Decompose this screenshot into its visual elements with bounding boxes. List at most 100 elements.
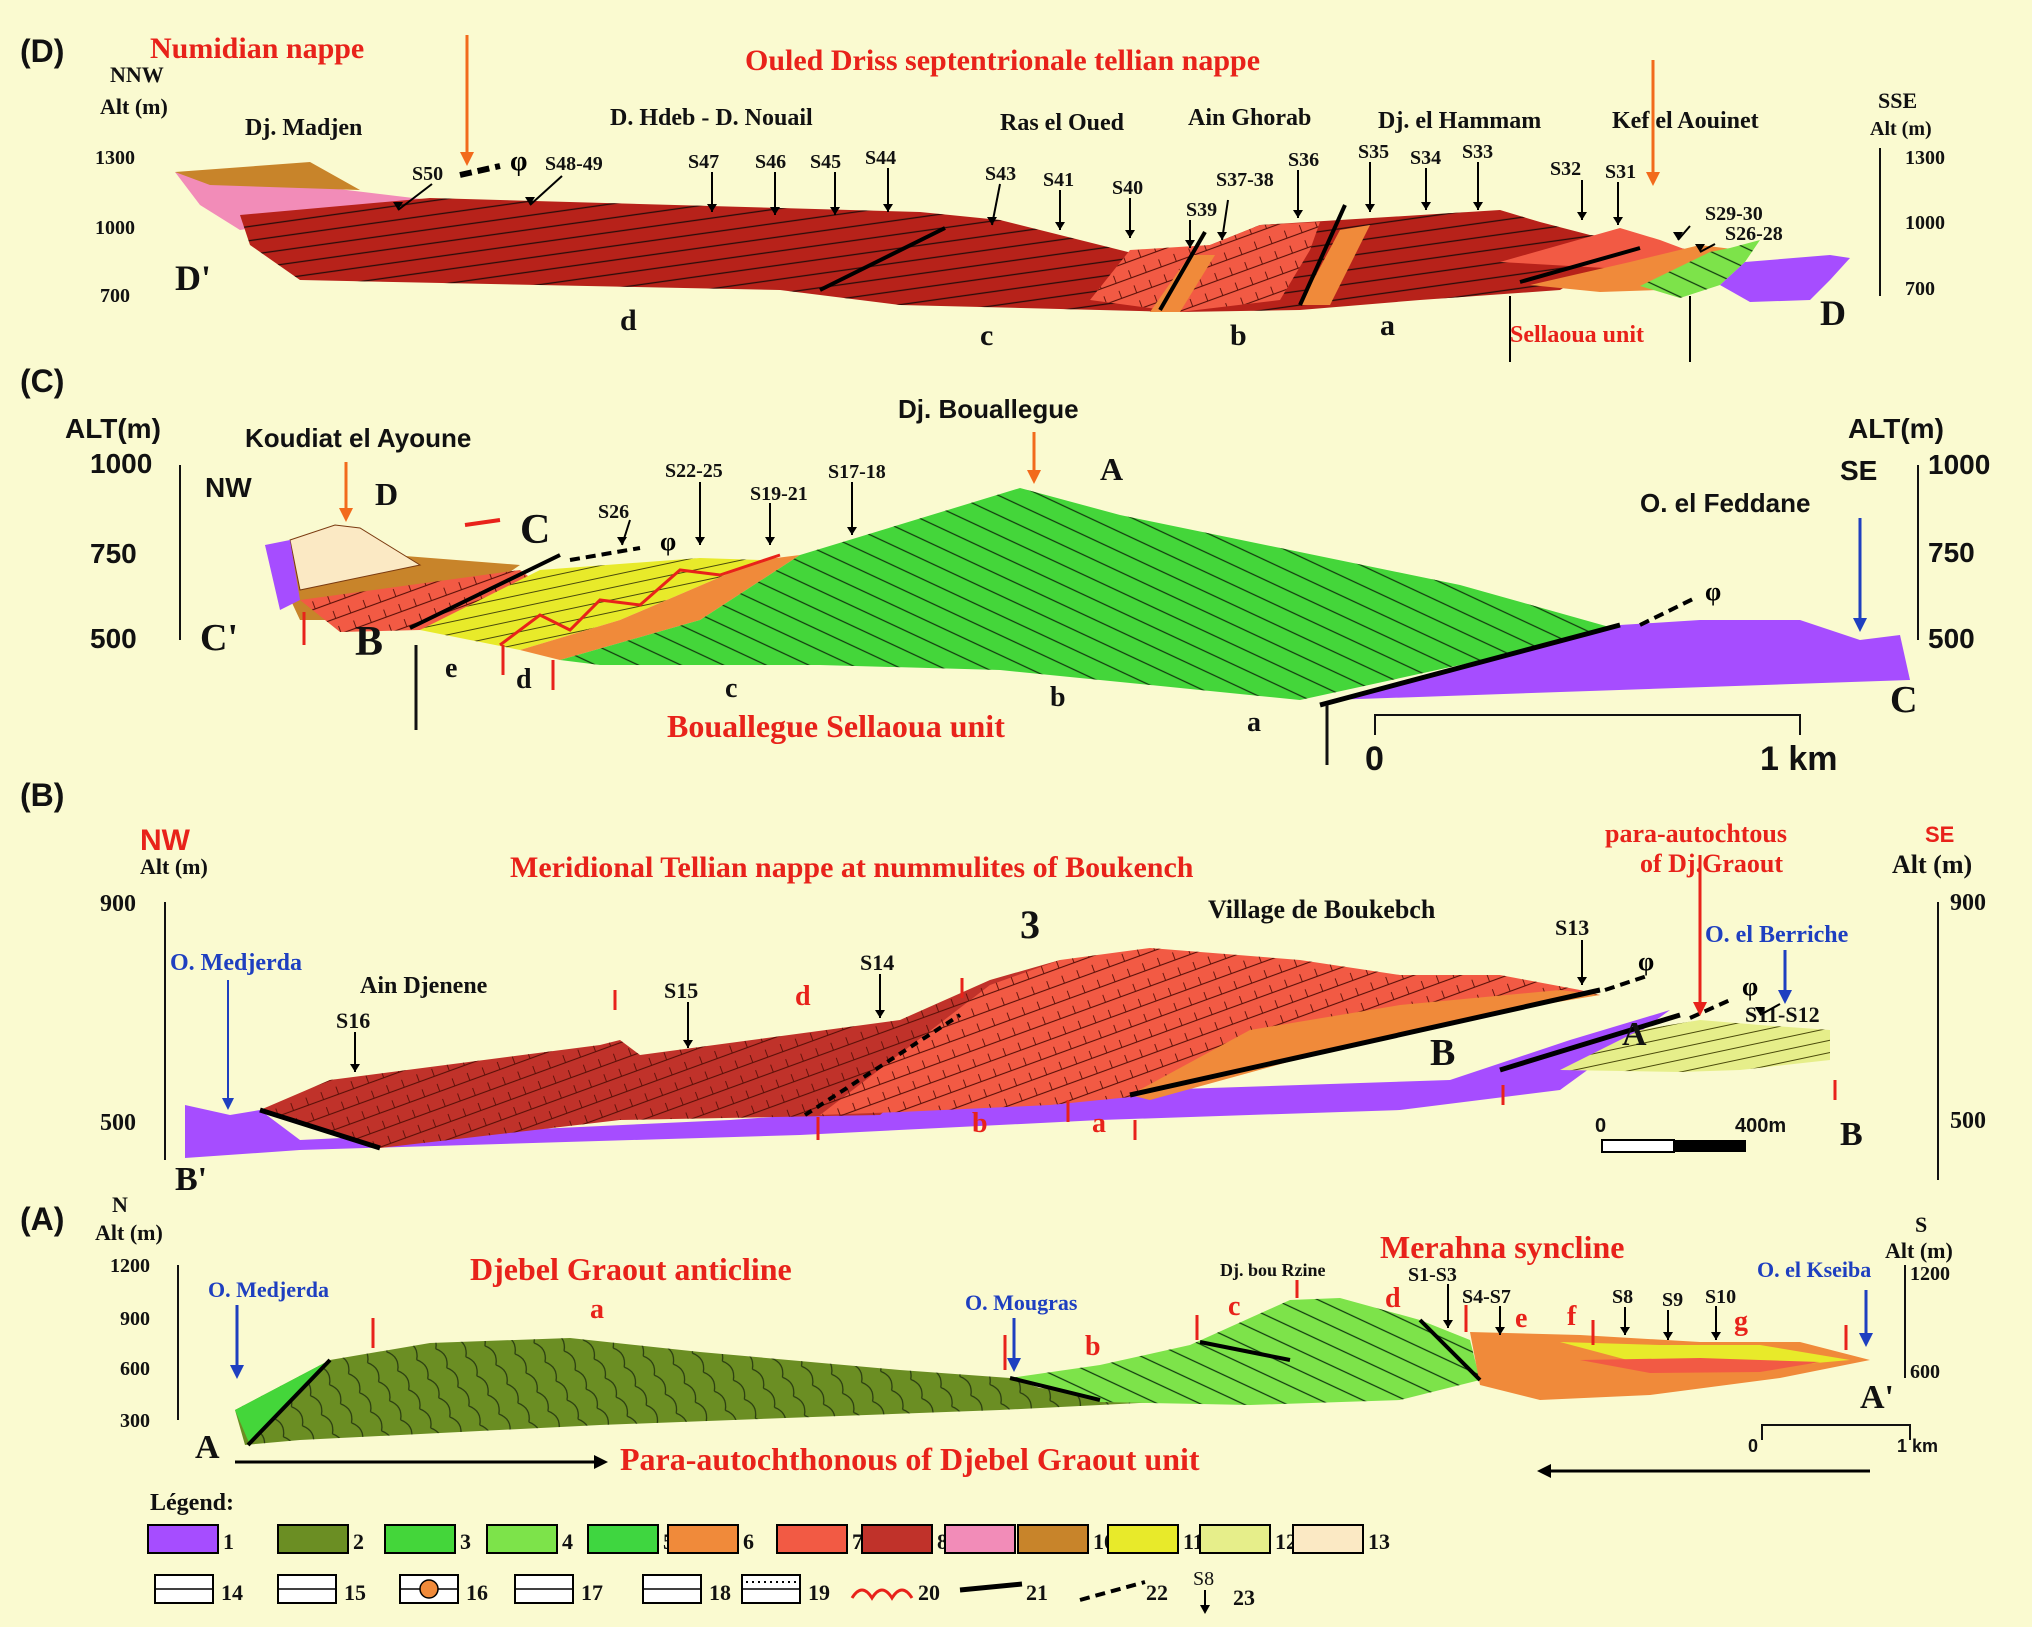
sample-arrowhead	[847, 527, 857, 535]
panel-d-end-left: D'	[175, 258, 211, 298]
panel-a-fault-4	[1418, 1318, 1482, 1382]
sample-label: S14	[860, 950, 894, 975]
legend-swatch	[1107, 1524, 1179, 1554]
panel-b-end-right: B	[1840, 1116, 1863, 1153]
panel-d-place-hammam: Dj. el Hammam	[1378, 108, 1541, 134]
panel-c-phi-icon-2: φ	[1705, 577, 1721, 606]
panel-b-scale-1: 400m	[1735, 1115, 1786, 1137]
panel-a-title-right: Merahna syncline	[1380, 1229, 1624, 1265]
panel-a-right-alt: Alt (m)	[1885, 1238, 1953, 1263]
sample-label: S32	[1550, 158, 1581, 180]
panel-b-fault-3	[1499, 1012, 1681, 1073]
sample-label: S46	[755, 151, 786, 173]
sample-label: S39	[1186, 199, 1217, 221]
sample-arrowhead	[770, 207, 780, 215]
panel-c-letter: (C)	[20, 363, 64, 399]
panel-b: (B) NW Alt (m) 900 500 SE Alt (m) 900 50…	[20, 777, 1986, 1198]
panel-b-sub-a: a	[1092, 1108, 1106, 1139]
panel-a-sub-d: d	[1385, 1283, 1401, 1314]
legend-swatch	[277, 1524, 349, 1554]
panel-c-rtick-1000: 1000	[1928, 449, 1990, 480]
panel-c-place-feddane: O. el Feddane	[1640, 488, 1811, 518]
legend: Légend: 12345678910111213 14151617181920…	[147, 1490, 1390, 1614]
sample-label: S22-25	[665, 460, 723, 482]
panel-b-letter: (B)	[20, 777, 64, 813]
panel-a-unit-arrowhead-left	[594, 1455, 608, 1469]
panel-a-olive-hatch	[235, 1338, 1200, 1445]
legend-number: 16	[466, 1580, 488, 1605]
panel-d-sub-b: b	[1230, 319, 1247, 352]
panel-d-place-madjen: Dj. Madjen	[245, 115, 362, 141]
panel-c-rtick-500: 500	[1928, 623, 1975, 654]
legend-number: 17	[581, 1580, 603, 1605]
panel-c-red-tick	[464, 518, 501, 527]
panel-a-left-direction: N	[112, 1192, 128, 1217]
legend-swatch	[587, 1524, 659, 1554]
sample-label: S8	[1612, 1286, 1633, 1308]
panel-a-fault-1	[246, 1358, 332, 1447]
panel-c-place-koudiat: Koudiat el Ayoune	[245, 423, 471, 453]
legend-number: 18	[709, 1580, 731, 1605]
sample-label: S29-30	[1705, 203, 1763, 225]
sample-arrowhead	[617, 537, 627, 545]
panel-a-unit-label: Para-autochthonous of Djebel Graout unit	[620, 1441, 1200, 1477]
panel-b-para-line1: para-autochtous	[1605, 819, 1787, 848]
panel-a-end-right: A'	[1860, 1379, 1894, 1416]
sample-label: S48-49	[545, 153, 603, 175]
panel-a-right-direction: S	[1915, 1212, 1927, 1237]
sample-label: S44	[865, 147, 896, 169]
sample-arrowhead	[1055, 222, 1065, 230]
legend-number: 19	[808, 1580, 830, 1605]
sample-arrowhead	[987, 217, 997, 225]
sample-label: S41	[1043, 169, 1074, 191]
sample-arrow	[1759, 1003, 1781, 1016]
panel-d-place-ras: Ras el Oued	[1000, 110, 1125, 136]
panel-c-sub-a: a	[1247, 707, 1261, 738]
panel-d-pink-layer	[175, 172, 430, 230]
legend-number: 4	[562, 1529, 573, 1554]
panel-a-place-medjerda: O. Medjerda	[208, 1277, 329, 1302]
panel-a-scale-bar	[1761, 1424, 1911, 1440]
panel-c-sub-b: b	[1050, 682, 1066, 713]
sample-arrowhead	[1365, 204, 1375, 212]
panel-a-tick-1200: 1200	[110, 1255, 150, 1277]
sample-arrowhead	[1755, 1007, 1765, 1015]
panel-d-rtick-700: 700	[1905, 278, 1935, 300]
panel-b-left-direction: NW	[140, 824, 191, 857]
legend-number: 14	[221, 1580, 243, 1605]
panel-d-title: Ouled Driss septentrionale tellian nappe	[745, 44, 1260, 77]
legend-swatch	[384, 1524, 456, 1554]
panel-b-berriche-arrowhead	[1778, 990, 1792, 1004]
sample-label: S43	[985, 163, 1016, 185]
sample-arrowhead	[1495, 1327, 1505, 1335]
panel-a: (A) N Alt (m) 1200 900 600 300 S Alt (m)…	[20, 1192, 1953, 1478]
panel-c-place-bouallegue: Dj. Bouallegue	[898, 394, 1079, 424]
legend-swatch	[1292, 1524, 1364, 1554]
sample-label: S9	[1662, 1289, 1683, 1311]
panel-d-fault-4	[1519, 246, 1641, 284]
panel-c-letter-c: C	[520, 507, 550, 553]
sample-arrowhead	[695, 537, 705, 545]
panel-a-scale-1: 1 km	[1897, 1436, 1938, 1456]
panel-c-letter-d: D	[375, 476, 398, 512]
sample-arrowhead	[1711, 1332, 1721, 1340]
panel-a-red-core	[1580, 1358, 1820, 1373]
panel-b-orange-band	[1130, 990, 1600, 1100]
legend-number: 23	[1233, 1585, 1255, 1610]
panel-b-right-alt: Alt (m)	[1892, 850, 1972, 879]
panel-b-left-alt: Alt (m)	[140, 854, 208, 879]
sample-label: S33	[1462, 141, 1493, 163]
sample-label: S34	[1410, 147, 1441, 169]
panel-d-left-alt: Alt (m)	[100, 94, 168, 119]
sample-arrowhead	[1577, 212, 1587, 220]
sample-arrowhead	[1673, 232, 1683, 240]
panel-c-letter-b: B	[355, 619, 383, 665]
panel-b-place-village: Village de Boukebch	[1208, 895, 1436, 924]
sample-arrowhead	[393, 202, 403, 210]
panel-c-letter-a: A	[1100, 451, 1123, 487]
legend-number: 6	[743, 1529, 754, 1554]
sample-label: S13	[1555, 915, 1589, 940]
panel-b-tick-900: 900	[100, 891, 136, 917]
panel-d-aouinet-arrowhead	[1646, 172, 1660, 186]
